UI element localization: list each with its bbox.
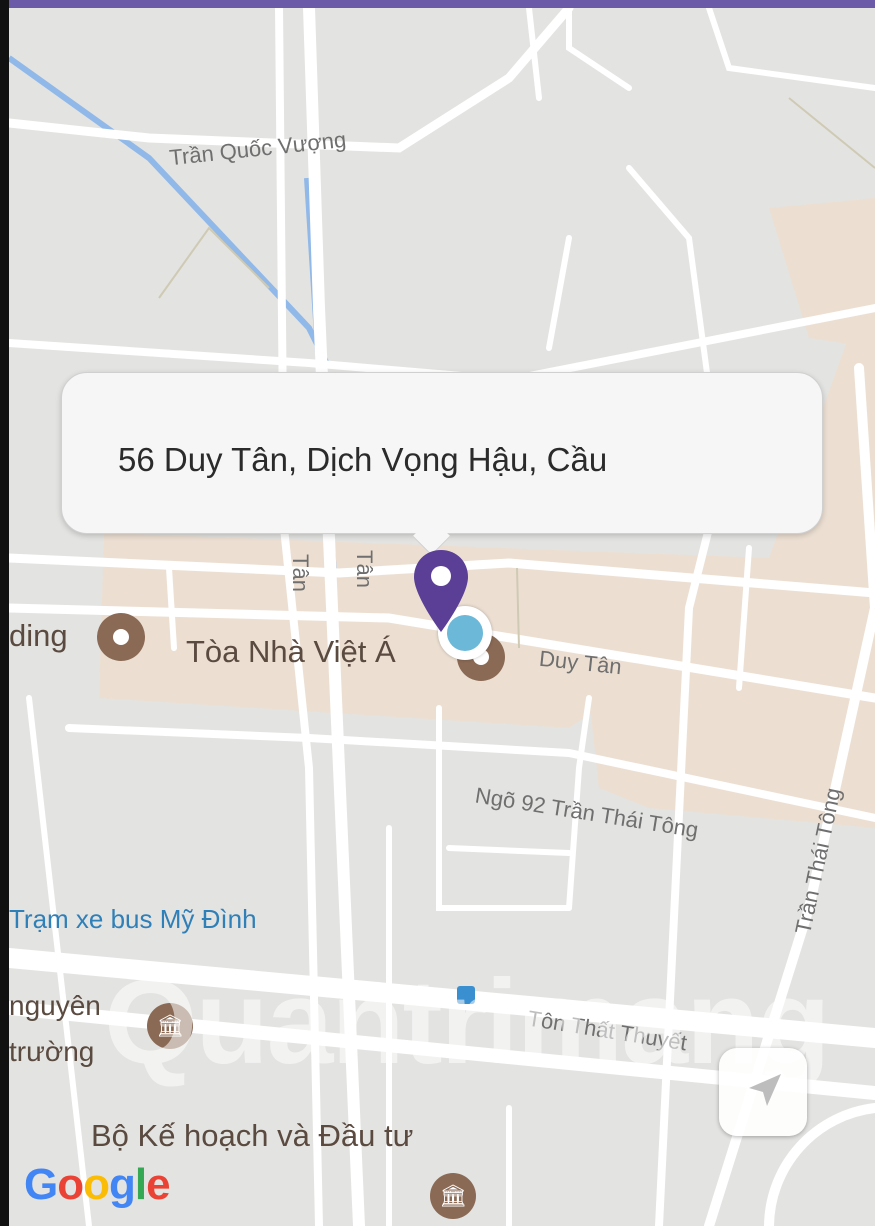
watermark: Quantrimang [104, 955, 831, 1089]
google-logo: Google [24, 1160, 171, 1210]
logo-letter: g [109, 1160, 136, 1209]
poi-circle-icon[interactable] [97, 613, 145, 661]
government-building-icon[interactable]: 🏛 [430, 1173, 476, 1219]
bus-stop-icon[interactable] [457, 986, 475, 1004]
poi-label-toa-nha-viet-a[interactable]: Tòa Nhà Việt Á [186, 634, 396, 669]
footpaths [158, 97, 875, 649]
compass-arrow-icon [749, 1074, 781, 1106]
compass-button[interactable] [719, 1048, 807, 1136]
left-edge [0, 0, 9, 1226]
info-window[interactable]: 56 Duy Tân, Dịch Vọng Hậu, Cầu [61, 372, 823, 534]
map-pin-icon[interactable] [411, 548, 471, 634]
app-top-bar [0, 0, 875, 8]
street-label-tan-right: Tân [351, 550, 377, 588]
poi-label-building: ding [9, 618, 68, 653]
info-window-address: 56 Duy Tân, Dịch Vọng Hậu, Cầu [118, 441, 608, 478]
my-location-dot-icon [438, 606, 492, 660]
logo-letter: l [134, 1160, 147, 1209]
logo-letter: e [146, 1160, 171, 1209]
bus-station-label[interactable]: Trạm xe bus Mỹ Đình [9, 904, 257, 934]
logo-letter: o [57, 1160, 84, 1209]
poi-label-nguyen: nguyên [9, 990, 101, 1021]
street-label-tan-left: Tân [287, 554, 313, 592]
poi-label-truong: trường [9, 1036, 95, 1067]
poi-label-bo-ke-hoach[interactable]: Bộ Kế hoạch và Đầu tư [91, 1118, 414, 1153]
logo-letter: o [83, 1160, 110, 1209]
map-view[interactable]: Trần Quốc Vượng Duy Tân Ngõ 92 Trần Thái… [9, 8, 875, 1226]
logo-letter: G [24, 1160, 58, 1209]
government-building-icon[interactable]: 🏛 [147, 1003, 193, 1049]
